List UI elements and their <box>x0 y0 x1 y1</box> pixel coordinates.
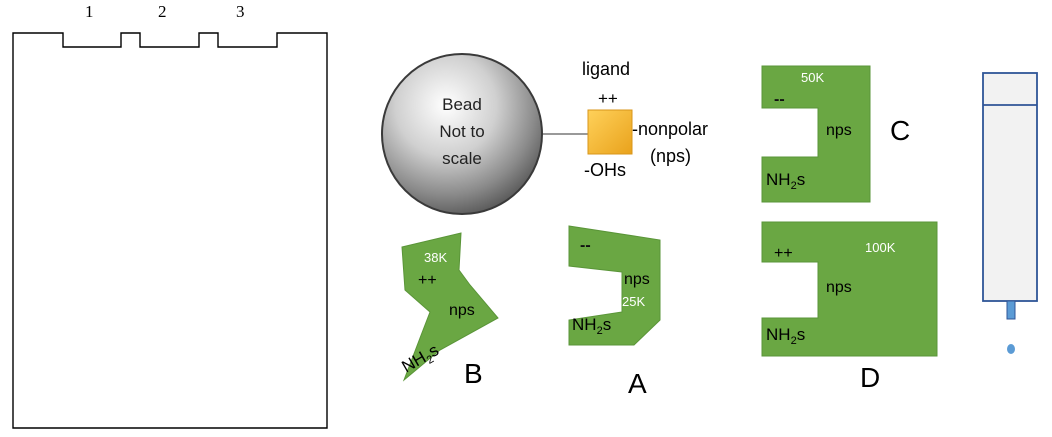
protein-b-nps: nps <box>449 302 475 319</box>
column-body <box>982 72 1038 302</box>
protein-c-nps: nps <box>826 122 852 139</box>
protein-a-nps: nps <box>624 271 650 288</box>
bead-label-line-2: Not to <box>439 122 484 141</box>
ligand-nps-paren: (nps) <box>650 146 691 166</box>
ligand-title: ligand <box>582 59 630 79</box>
column-drop <box>1007 344 1015 354</box>
lane-label-2: 2 <box>158 2 167 21</box>
protein-a-amine: NH2s <box>572 315 611 337</box>
protein-c-shape <box>761 65 871 203</box>
protein-d-nps: nps <box>826 279 852 296</box>
ligand-square <box>587 109 633 155</box>
protein-a-shape <box>568 225 661 346</box>
bead <box>381 53 543 215</box>
lane-label-1: 1 <box>85 2 94 21</box>
protein-c-letter: C <box>890 115 910 146</box>
protein-a-charge: -- <box>580 237 591 254</box>
protein-d-charge: ++ <box>774 245 793 262</box>
lane-label-3: 3 <box>236 2 245 21</box>
ligand-nonpolar: -nonpolar <box>632 119 708 139</box>
ligand-plus: ++ <box>598 89 618 108</box>
gel-outline <box>12 32 328 429</box>
protein-c-charge: -- <box>774 91 785 108</box>
protein-a-letter: A <box>628 368 647 399</box>
protein-b-charge: ++ <box>418 272 437 289</box>
protein-d-letter: D <box>860 362 880 393</box>
protein-b-mass: 38K <box>424 250 447 265</box>
bead-label-line-3: scale <box>442 149 482 168</box>
protein-c-mass: 50K <box>801 70 824 85</box>
protein-a-mass: 25K <box>622 294 645 309</box>
protein-d-amine: NH2s <box>766 325 805 347</box>
protein-b-shape <box>401 232 499 382</box>
column-outlet <box>1006 300 1016 320</box>
bead-label-line-1: Bead <box>442 95 482 114</box>
protein-b-letter: B <box>464 358 483 389</box>
ligand-ohs: -OHs <box>584 160 626 180</box>
protein-d-shape <box>761 221 938 357</box>
protein-d-mass: 100K <box>865 240 896 255</box>
protein-c-amine: NH2s <box>766 170 805 192</box>
